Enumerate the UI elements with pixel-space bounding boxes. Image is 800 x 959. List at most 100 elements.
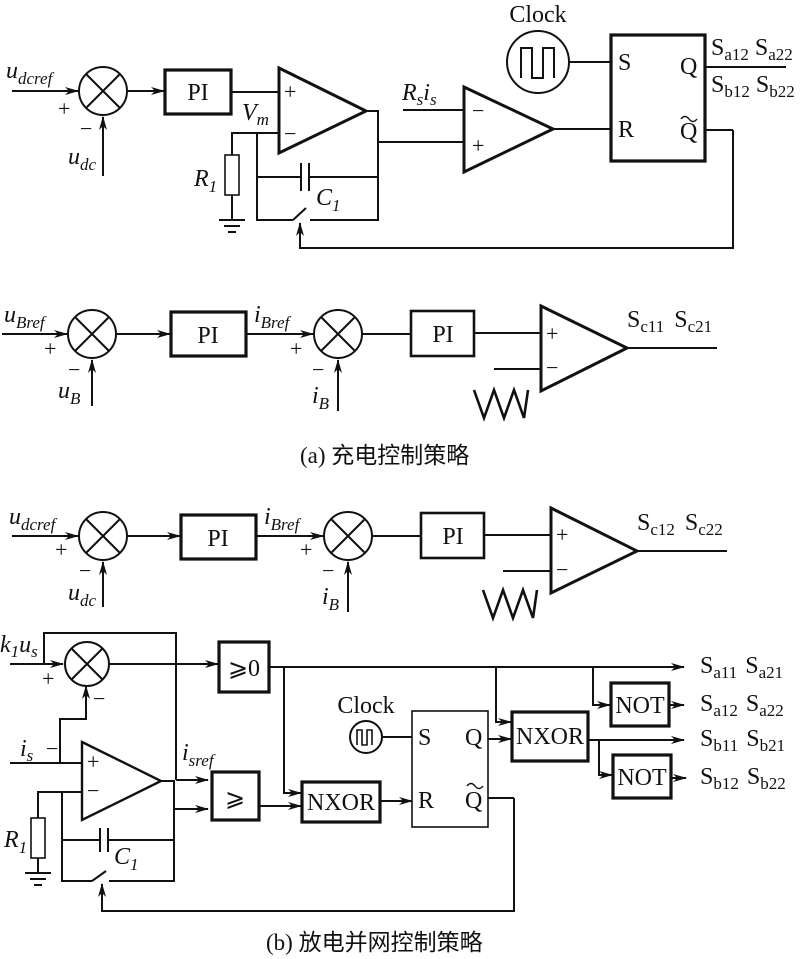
plus-sign: + [55, 537, 67, 562]
ff-q-label: Q [465, 725, 482, 751]
ff-qbar-label: Q [680, 119, 697, 145]
resistor-r1 [224, 154, 240, 196]
current-comparator [462, 84, 557, 175]
nxor1-block [300, 780, 382, 824]
is-label: is [20, 736, 34, 765]
pi-label: PI [432, 322, 453, 348]
rsis-label: Rsis [401, 80, 437, 109]
pi-label: PI [197, 323, 218, 349]
triangle-carrier-icon [481, 586, 539, 622]
comparator-plus: + [556, 522, 568, 547]
qbar-tilde [680, 115, 698, 123]
integrator-opamp [80, 740, 164, 822]
not1-block [609, 681, 671, 728]
pi-block [419, 511, 486, 560]
isref-label: isref [182, 740, 216, 770]
integrator-opamp [277, 65, 370, 156]
part-b-dc-loop: udcref + − udc PI iBref + − iB PI + − [9, 504, 727, 622]
feedback-left-wire [256, 133, 293, 221]
opamp-plus: + [284, 79, 296, 104]
opamp-minus: − [87, 778, 99, 803]
plus-sign: + [290, 336, 302, 361]
minus-sign: − [312, 357, 324, 382]
part-a-voltage-loop: udcref + − udc PI Vm + − R1 [6, 2, 795, 249]
k1us-branch-wire [43, 632, 177, 780]
nxor2-block [510, 710, 590, 763]
comparator-minus: − [546, 355, 558, 380]
pi-label: PI [187, 80, 208, 106]
udcref-label: udcref [9, 504, 58, 534]
ff-qbar-label: Q [465, 788, 482, 814]
summing-junction [78, 66, 128, 116]
nxor2-label: NXOR [516, 724, 584, 750]
not2-block [611, 753, 673, 800]
comparator-label: ⩾ [225, 786, 245, 812]
is-minus: − [46, 736, 58, 761]
udc-label: udc [68, 144, 97, 174]
feedback-left-wire [61, 792, 92, 882]
summing-junction [313, 309, 363, 359]
ground-icon [25, 872, 51, 886]
pi-label: PI [207, 526, 228, 552]
summing-junction [323, 511, 373, 561]
ff-s-label: S [418, 725, 431, 751]
ib-label: iB [312, 383, 330, 413]
clock-label: Clock [337, 693, 394, 719]
resistor-r1 [30, 817, 46, 859]
qbar-tilde [466, 782, 484, 790]
ubref-label: uBref [4, 302, 47, 332]
is-feedback-wire [59, 685, 90, 763]
not2-label: NOT [617, 765, 667, 791]
triangle-carrier-icon [472, 386, 530, 422]
reset-switch [292, 207, 307, 221]
r1-label: R1 [193, 166, 217, 196]
clock-label: Clock [509, 2, 566, 28]
zero-to-nxor-wire [283, 667, 302, 797]
ground-icon [219, 219, 245, 233]
minus-sign: − [93, 686, 105, 711]
reset-switch [91, 870, 107, 882]
ff-q-label: Q [680, 54, 697, 80]
plus-sign: + [300, 537, 312, 562]
ff-s-label: S [618, 50, 631, 76]
minus-sign: − [80, 116, 92, 141]
k1us-label: k1us [0, 632, 38, 661]
udcref-label: udcref [6, 58, 55, 88]
comparator-plus: + [546, 321, 558, 346]
clock-icon [506, 30, 570, 94]
pi-label: PI [442, 524, 463, 550]
qbar-switch-control-wire [98, 798, 515, 912]
minus-node-wire [231, 132, 279, 155]
ff-r-label: R [418, 788, 434, 814]
ibref-label: iBref [254, 302, 292, 332]
ff-r-label: R [618, 117, 634, 143]
feedback-right-wire [310, 110, 379, 221]
part-b-grid-loop: k1us + − ⩾0 is − + − R1 [0, 632, 786, 912]
summing-junction [64, 641, 110, 687]
pwm-comparator [539, 303, 631, 394]
pwm-comparator [549, 505, 641, 596]
feedback-right-wire [109, 780, 175, 882]
minus-sign: − [79, 558, 91, 583]
c1-label: C1 [316, 185, 341, 215]
pi-block [179, 513, 258, 561]
caption-a: (a) 充电控制策略 [300, 443, 469, 468]
ibref-label: iBref [264, 504, 302, 534]
comparator-minus: − [472, 98, 484, 123]
opamp-minus: − [284, 121, 296, 146]
ib-label: iB [322, 584, 340, 614]
opamp-plus: + [87, 749, 99, 774]
udc-label: udc [68, 580, 97, 610]
minus-sign: − [68, 357, 80, 382]
minus-node-wire [37, 791, 82, 818]
comparator-block [210, 770, 261, 822]
